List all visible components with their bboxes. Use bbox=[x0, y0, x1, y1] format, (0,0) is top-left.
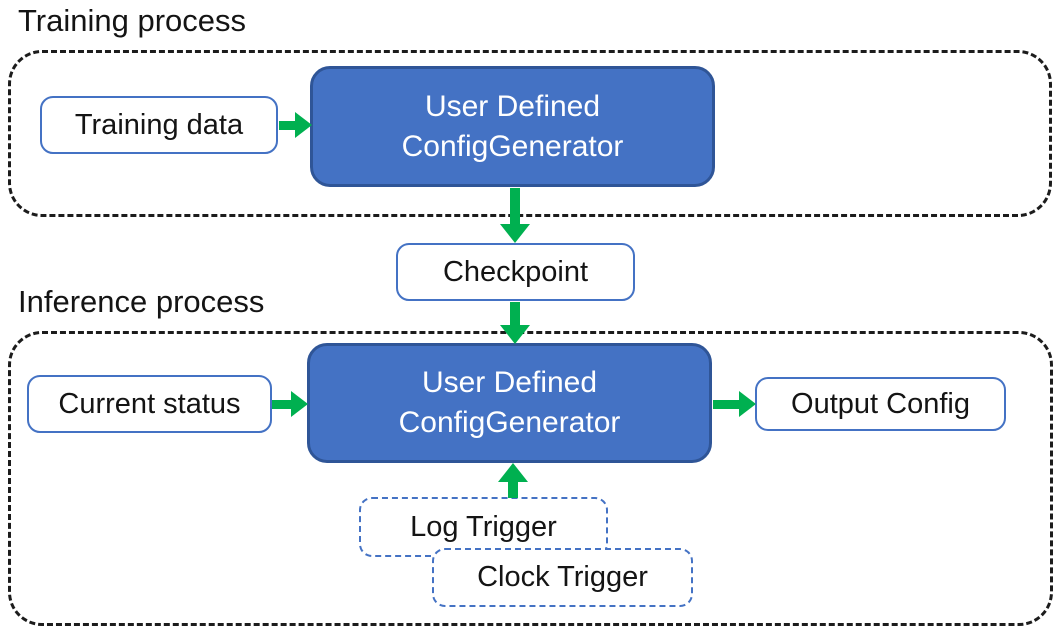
training-generator-box: User Defined ConfigGenerator bbox=[310, 66, 715, 187]
arrow-checkpoint-to-generator bbox=[500, 302, 530, 344]
arrow-stem bbox=[279, 120, 295, 130]
arrow-training-data-to-generator bbox=[279, 112, 312, 138]
arrow-head-right-icon bbox=[291, 391, 308, 417]
arrow-generator-to-output bbox=[713, 391, 756, 417]
arrow-head-down-icon bbox=[500, 224, 530, 243]
arrow-current-status-to-generator bbox=[272, 391, 308, 417]
arrow-stem bbox=[510, 188, 520, 224]
arrow-generator-to-checkpoint bbox=[500, 188, 530, 243]
clock-trigger-box: Clock Trigger bbox=[432, 548, 693, 607]
training-generator-line2: ConfigGenerator bbox=[401, 129, 624, 163]
inference-generator-box: User Defined ConfigGenerator bbox=[307, 343, 712, 463]
current-status-box: Current status bbox=[27, 375, 272, 433]
arrow-stem bbox=[510, 302, 520, 325]
training-data-box: Training data bbox=[40, 96, 278, 154]
checkpoint-box: Checkpoint bbox=[396, 243, 635, 301]
training-container bbox=[8, 50, 1052, 217]
arrow-stem bbox=[713, 399, 739, 409]
output-config-box: Output Config bbox=[755, 377, 1006, 431]
training-process-label: Training process bbox=[18, 3, 247, 38]
inference-process-label: Inference process bbox=[18, 284, 265, 319]
training-generator-line1: User Defined bbox=[424, 89, 601, 123]
arrow-head-up-icon bbox=[498, 463, 528, 482]
arrow-triggers-to-generator bbox=[498, 463, 528, 498]
arrow-head-right-icon bbox=[295, 112, 312, 138]
inference-generator-line2: ConfigGenerator bbox=[398, 406, 621, 439]
arrow-head-right-icon bbox=[739, 391, 756, 417]
inference-container bbox=[8, 331, 1053, 626]
arrow-stem bbox=[272, 399, 291, 409]
arrow-stem bbox=[508, 482, 518, 498]
log-trigger-box: Log Trigger bbox=[359, 497, 608, 557]
arrow-head-down-icon bbox=[500, 325, 530, 344]
inference-generator-line1: User Defined bbox=[421, 366, 598, 399]
